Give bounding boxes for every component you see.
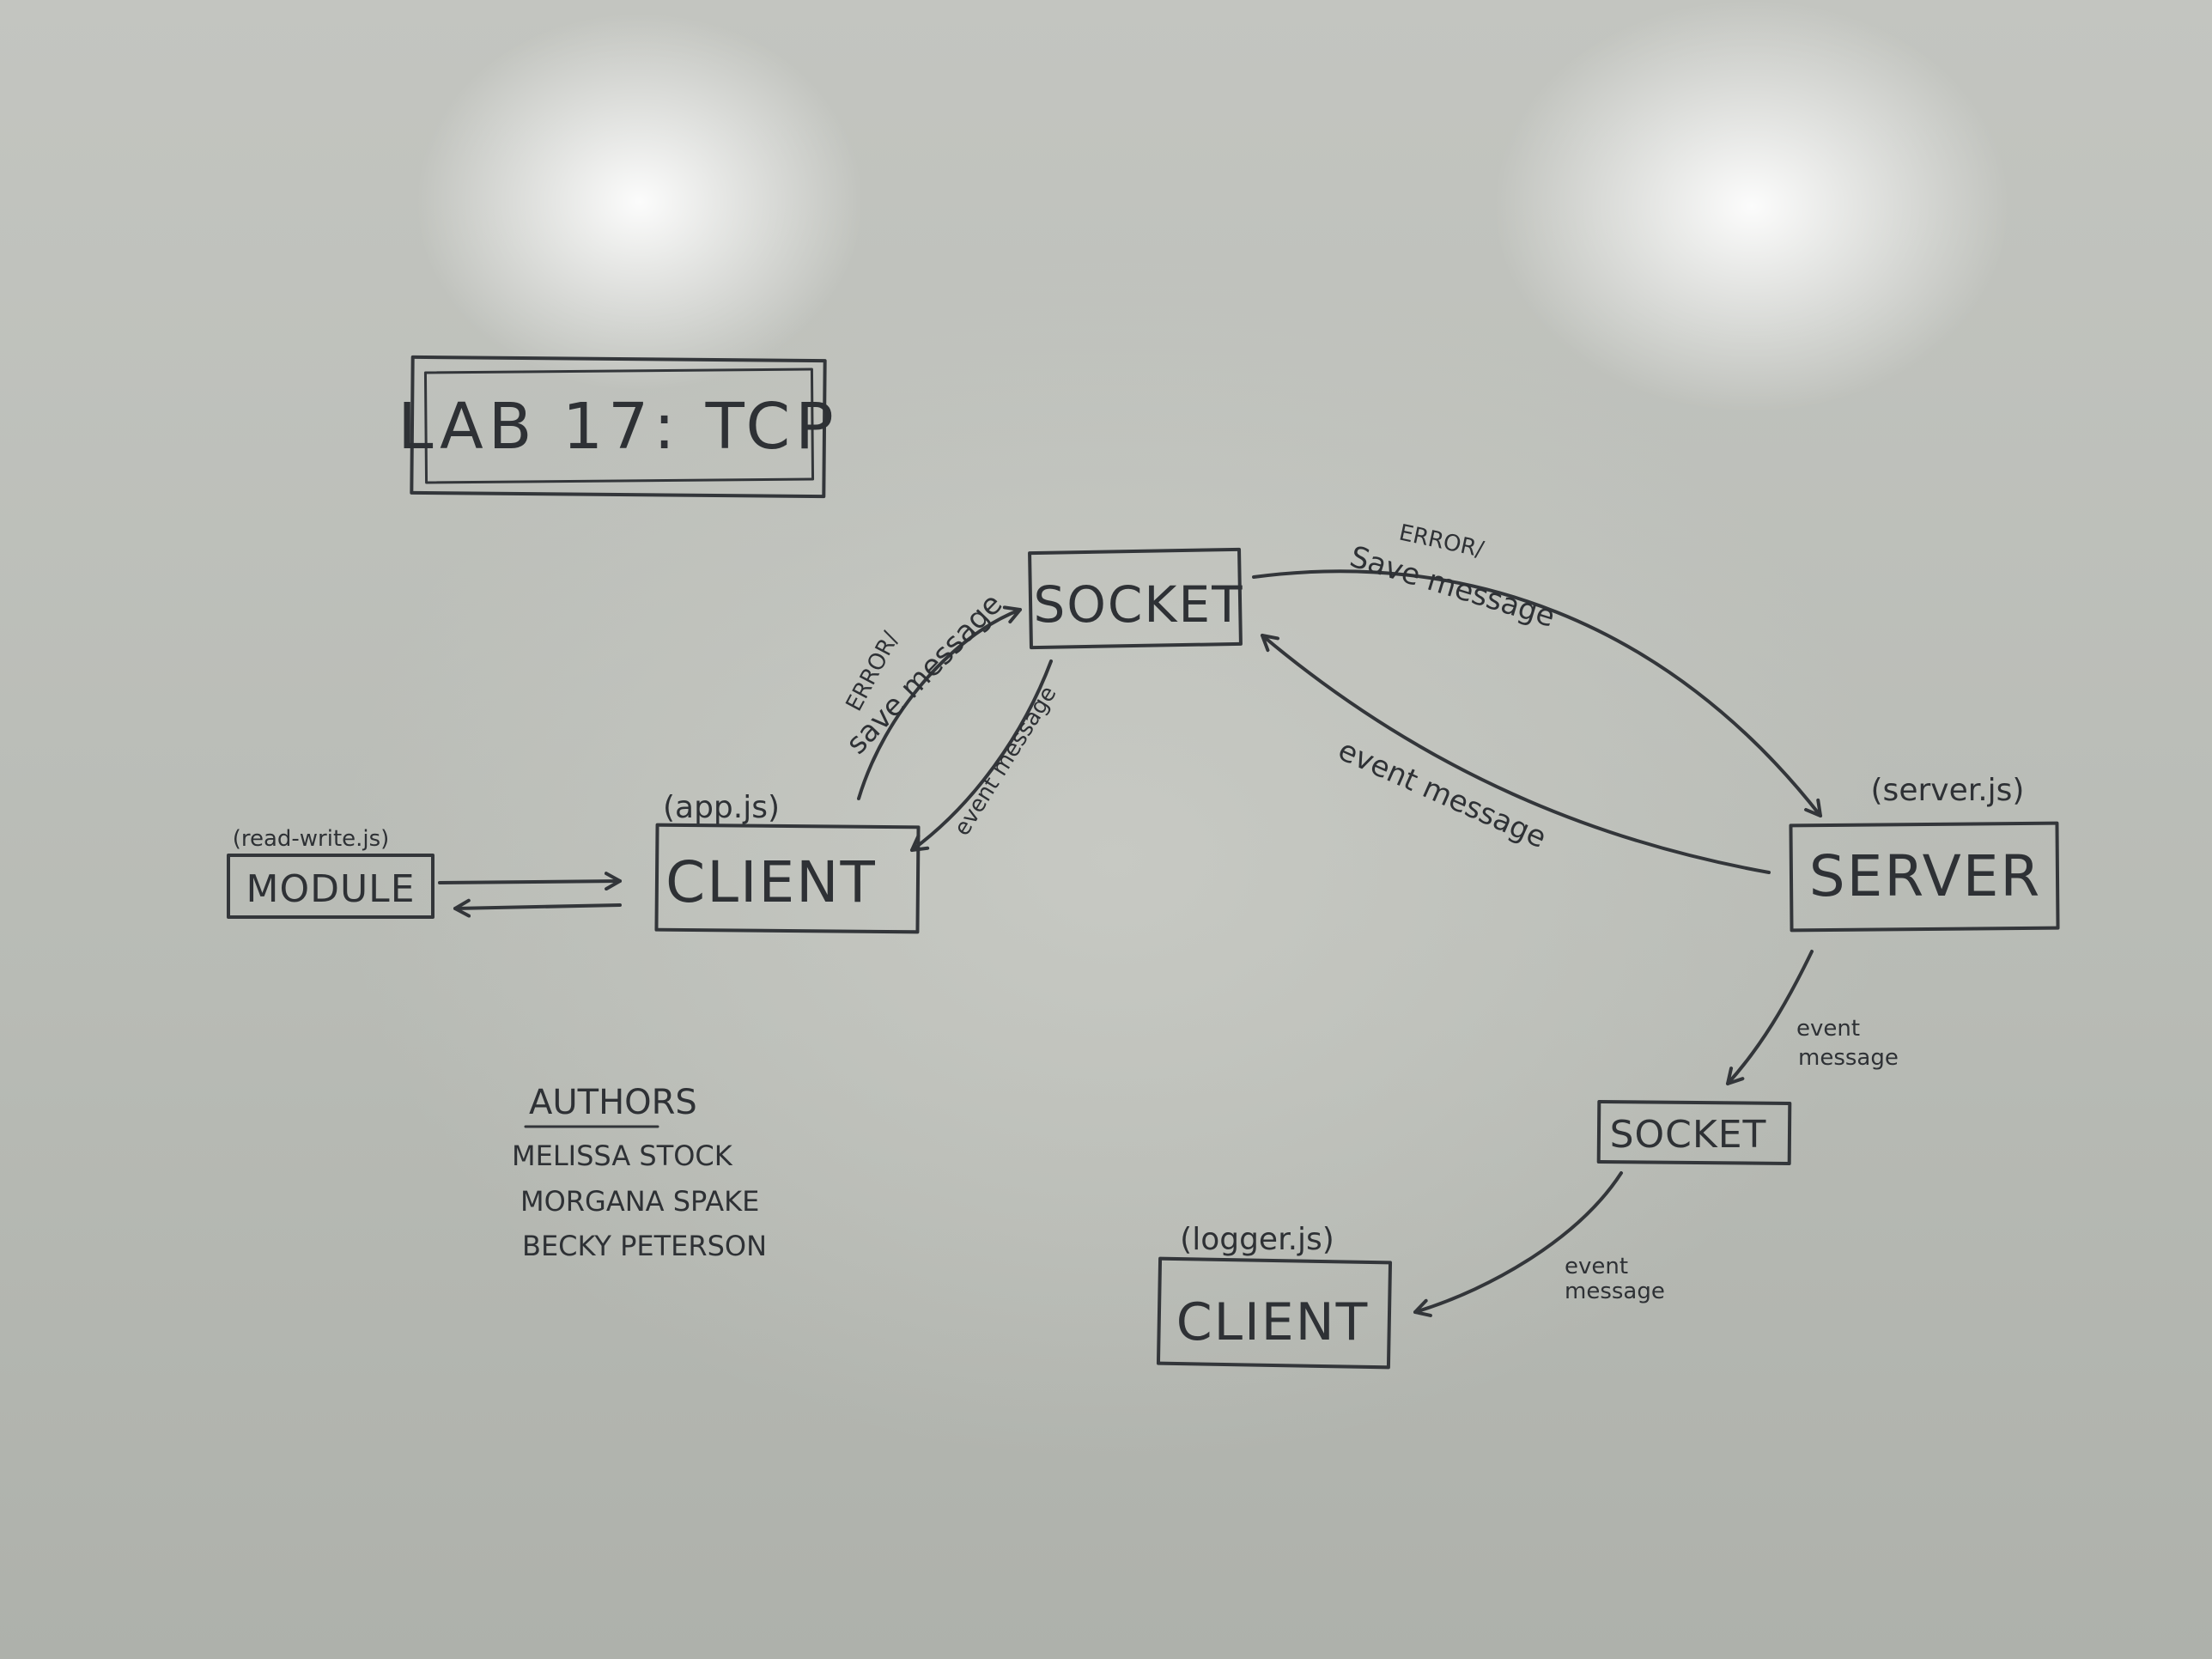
title-box: LAB 17: TCP [398,355,839,499]
module-node: (read-write.js) MODULE [227,826,434,919]
socket-top-label: SOCKET [1033,575,1243,634]
client-app-label: CLIENT [665,849,877,915]
client-logger-label: CLIENT [1176,1292,1369,1352]
socket-bottom-to-logger-label-2: message [1565,1279,1665,1304]
client-logger-file-label: (logger.js) [1180,1222,1334,1257]
socket-top-node: SOCKET [1028,547,1243,650]
socket-bottom-to-logger-label-1: event [1565,1254,1628,1279]
author-name: BECKY PETERSON [522,1230,767,1262]
module-label: MODULE [246,867,416,911]
author-name: MELISSA STOCK [512,1139,733,1172]
client-to-socket-arrow [857,605,1022,800]
server-to-socket-bottom-arrow [1726,950,1814,1085]
socket-bottom-node: SOCKET [1596,1100,1792,1165]
client-app-node: (app.js) CLIENT [654,790,921,934]
server-to-socket-bottom-label-1: event [1796,1016,1860,1042]
socket-to-client-arrow [910,659,1053,852]
author-name: MORGANA SPAKE [520,1185,759,1218]
server-label: SERVER [1809,843,2042,909]
client-app-file-label: (app.js) [663,790,780,825]
client-to-module-arrow [453,898,622,918]
server-to-socket-label: event message [1333,733,1551,855]
server-to-socket-bottom-label-2: message [1798,1045,1899,1071]
authors-block: AUTHORS MELISSA STOCK MORGANA SPAKE BECK… [512,1083,767,1262]
module-to-client-arrow [438,872,622,891]
client-logger-node: (logger.js) CLIENT [1156,1222,1393,1370]
socket-bottom-to-logger-arrow [1413,1171,1623,1317]
socket-to-client-label: event message [949,682,1061,841]
socket-to-server-arrow [1252,569,1822,817]
server-node: (server.js) SERVER [1789,773,2060,933]
authors-heading: AUTHORS [529,1083,697,1122]
module-file-label: (read-write.js) [233,826,390,852]
diagram-title: LAB 17: TCP [398,390,839,464]
socket-bottom-label: SOCKET [1610,1113,1767,1157]
server-file-label: (server.js) [1871,773,2025,808]
server-to-socket-arrow [1261,634,1771,874]
